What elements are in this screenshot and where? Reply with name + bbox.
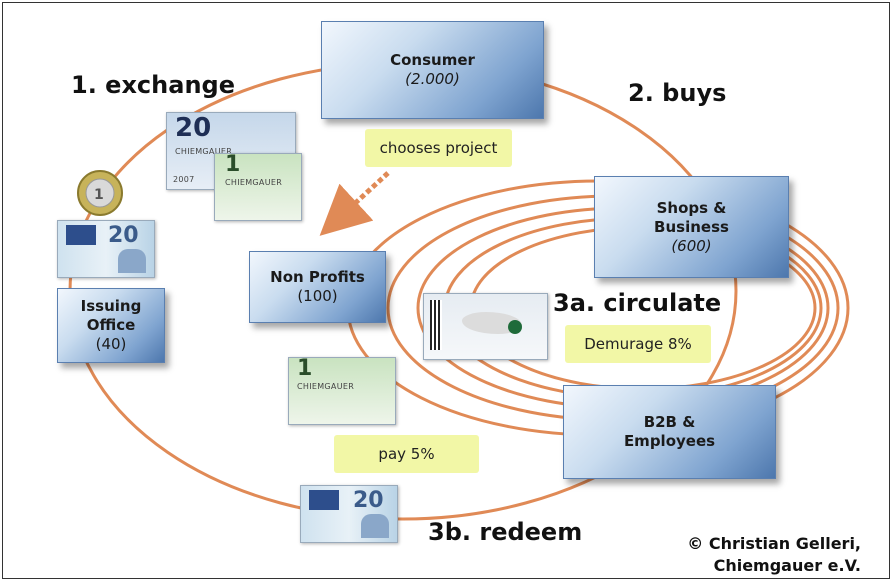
nonprofits-count: (100) [297, 287, 338, 305]
consumer-box: Consumer (2.000) [321, 21, 544, 119]
pay-tag: pay 5% [334, 435, 479, 473]
chiemgauer-1-note-top: 1 CHIEMGAUER [214, 153, 302, 221]
copyright-text: © Christian Gelleri, Chiemgauer e.V. [687, 534, 861, 575]
demurage-tag: Demurage 8% [565, 325, 711, 363]
step-buys: 2. buys [628, 79, 727, 107]
step-circulate: 3a. circulate [553, 289, 722, 317]
shops-business-box: Shops & Business (600) [594, 176, 789, 278]
chiemgauer-1-note-mid: 1 CHIEMGAUER [288, 357, 396, 425]
nonprofits-title: Non Profits [270, 268, 365, 286]
step-exchange: 1. exchange [71, 71, 235, 99]
svg-text:1: 1 [94, 187, 104, 203]
consumer-count: (2.000) [405, 70, 460, 88]
b2b-title: B2B & Employees [623, 413, 716, 450]
shops-title: Shops & Business [654, 198, 729, 236]
non-profits-box: Non Profits (100) [249, 251, 386, 323]
b2b-employees-box: B2B & Employees [563, 385, 776, 479]
consumer-title: Consumer [390, 51, 475, 69]
shops-count: (600) [671, 236, 712, 255]
chooses-project-tag: chooses project [365, 129, 512, 167]
choose-arrow [319, 171, 390, 236]
step-redeem: 3b. redeem [428, 518, 583, 546]
issuing-office-box: Issuing Office (40) [57, 288, 165, 363]
issuing-count: (40) [95, 335, 127, 353]
duck-voucher [423, 293, 548, 360]
issuing-title: Issuing Office [80, 297, 142, 334]
euro-bill-bottom: 20 [300, 485, 398, 543]
euro-bill-left: 20 [57, 220, 155, 278]
euro-coin: 1 [77, 170, 123, 216]
